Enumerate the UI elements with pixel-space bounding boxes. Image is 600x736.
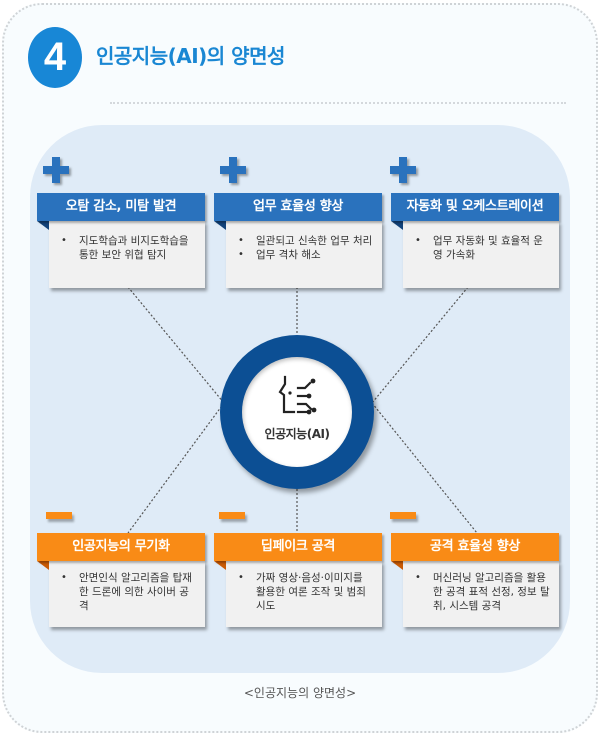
plus-icon (390, 157, 416, 183)
positive-box-title: 업무 효율성 향상 (214, 193, 382, 221)
bullet-item: 안면인식 알고리즘을 탑재한 드론에 의한 사이버 공격 (59, 571, 197, 613)
negative-box-title: 인공지능의 무기화 (37, 533, 205, 561)
plus-icon (220, 157, 246, 183)
plus-icon (43, 157, 69, 183)
minus-icon (46, 512, 72, 519)
title-divider (110, 102, 566, 104)
minus-icon (390, 512, 416, 519)
connector-bottom-left (127, 402, 225, 534)
bullet-item: 업무 자동화 및 효율적 운영 가속화 (413, 234, 551, 262)
bullet-item: 지도학습과 비지도학습을 통한 보안 위협 탐지 (59, 234, 197, 262)
fold-corner (37, 561, 49, 570)
minus-icon (219, 512, 245, 519)
fold-corner (214, 561, 226, 570)
bullet-item: 머신러닝 알고리즘을 활용한 공격 표적 선정, 정보 탈취, 시스템 공격 (413, 571, 551, 613)
ai-center-disc: 인공지능(AI) (242, 357, 352, 467)
ai-center-label: 인공지능(AI) (264, 427, 330, 441)
figure-caption: <인공지능의 양면성> (243, 686, 357, 700)
bullet-item: 업무 격차 해소 (236, 248, 374, 262)
positive-box-title: 오탐 감소, 미탐 발견 (37, 193, 205, 221)
positive-box-3: 자동화 및 오케스트레이션 업무 자동화 및 효율적 운영 가속화 (391, 193, 559, 288)
negative-box-body: 안면인식 알고리즘을 탑재한 드론에 의한 사이버 공격 (49, 561, 205, 627)
fold-corner (391, 561, 403, 570)
positive-box-title: 자동화 및 오케스트레이션 (391, 193, 559, 221)
fold-corner (391, 221, 403, 230)
positive-box-1: 오탐 감소, 미탐 발견 지도학습과 비지도학습을 통한 보안 위협 탐지 (37, 193, 205, 288)
bullet-item: 일관되고 신속한 업무 처리 (236, 234, 374, 248)
negative-box-1: 인공지능의 무기화 안면인식 알고리즘을 탑재한 드론에 의한 사이버 공격 (37, 533, 205, 627)
negative-box-title: 딥페이크 공격 (214, 533, 382, 561)
negative-box-3: 공격 효율성 향상 머신러닝 알고리즘을 활용한 공격 표적 선정, 정보 탈취… (391, 533, 559, 627)
positive-box-body: 일관되고 신속한 업무 처리 업무 격차 해소 (226, 221, 382, 288)
positive-box-body: 업무 자동화 및 효율적 운영 가속화 (403, 221, 559, 288)
connector-top-right (371, 286, 469, 404)
page-title: 인공지능(AI)의 양면성 (96, 44, 285, 68)
connector-bottom-right (371, 402, 478, 534)
negative-box-body: 가짜 영상·음성·이미지를 활용한 여론 조작 및 범죄 시도 (226, 561, 382, 627)
section-number-badge: 4 (28, 27, 82, 88)
ai-head-icon (278, 375, 317, 415)
positive-box-body: 지도학습과 비지도학습을 통한 보안 위협 탐지 (49, 221, 205, 288)
positive-box-2: 업무 효율성 향상 일관되고 신속한 업무 처리 업무 격차 해소 (214, 193, 382, 288)
connector-top-left (127, 286, 225, 404)
negative-box-title: 공격 효율성 향상 (391, 533, 559, 561)
bullet-item: 가짜 영상·음성·이미지를 활용한 여론 조작 및 범죄 시도 (236, 571, 374, 613)
negative-box-2: 딥페이크 공격 가짜 영상·음성·이미지를 활용한 여론 조작 및 범죄 시도 (214, 533, 382, 627)
fold-corner (214, 221, 226, 230)
negative-box-body: 머신러닝 알고리즘을 활용한 공격 표적 선정, 정보 탈취, 시스템 공격 (403, 561, 559, 627)
ai-center-ring: 인공지능(AI) (220, 335, 374, 489)
fold-corner (37, 221, 49, 230)
